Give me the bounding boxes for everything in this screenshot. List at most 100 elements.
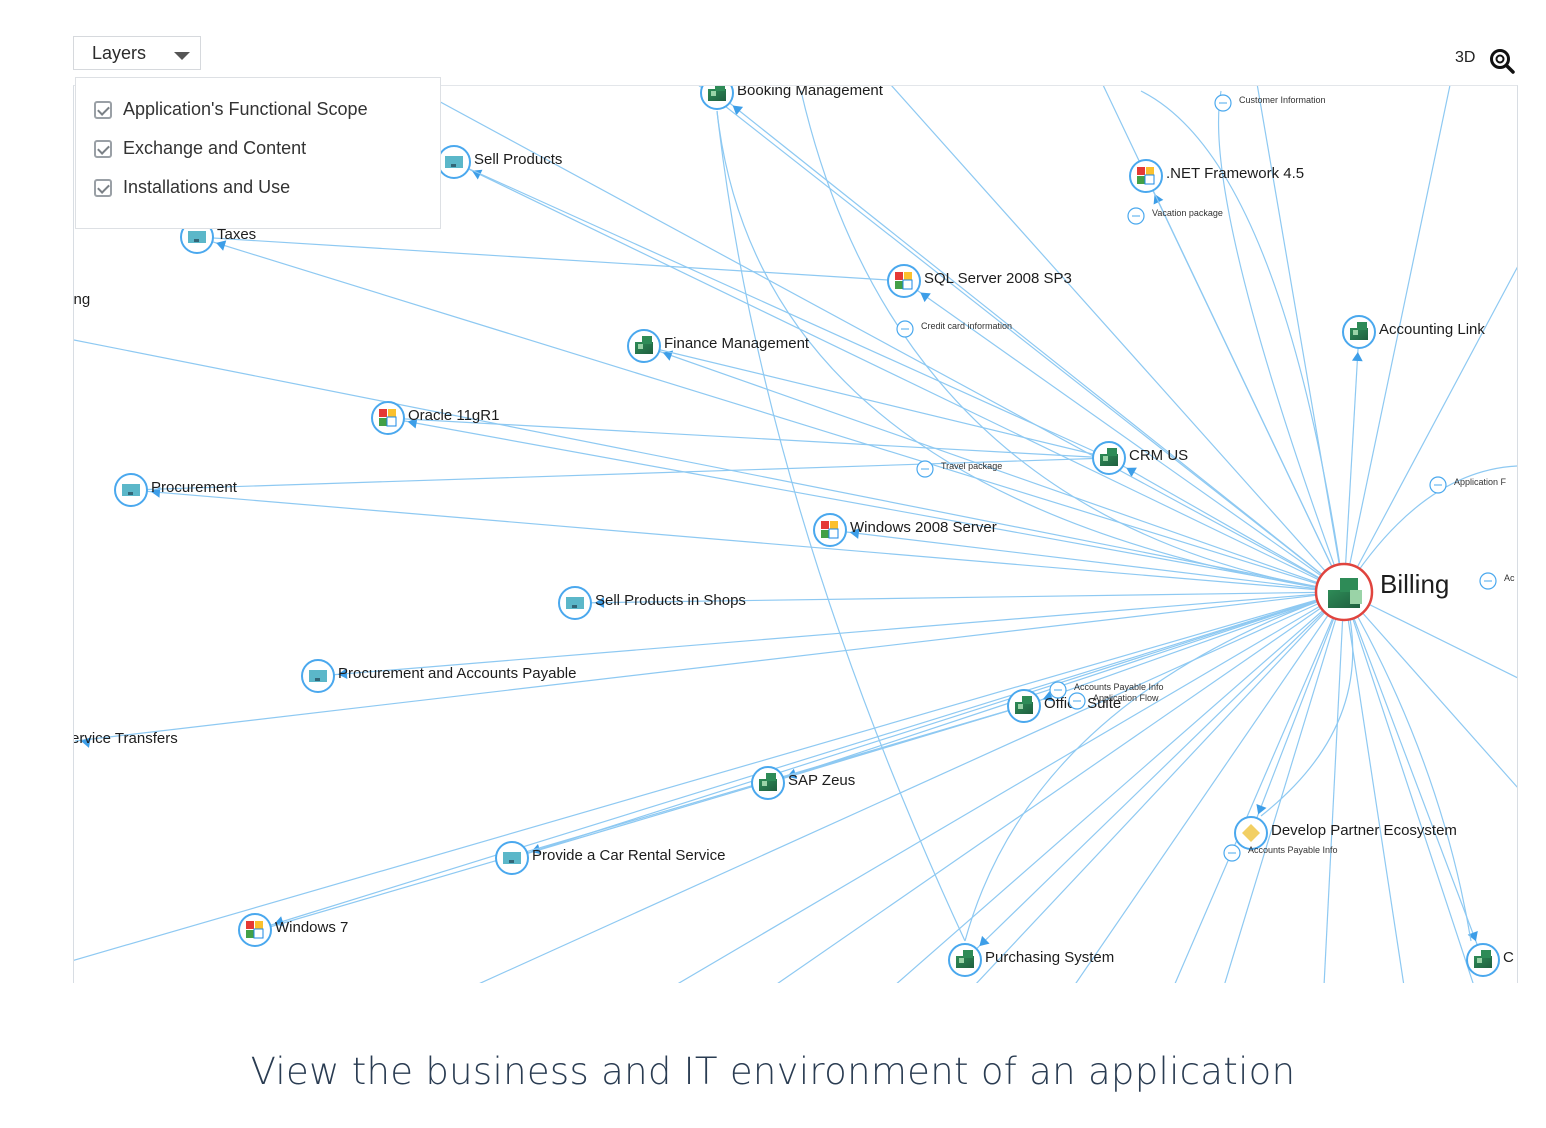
objective-icon [1242,824,1260,842]
graph-node-label[interactable]: Windows 7 [275,919,348,936]
zoom-search-icon[interactable] [1488,47,1516,75]
technology-icon [1144,174,1155,185]
graph-node-label[interactable]: Windows 2008 Server [850,519,997,536]
graph-node-label[interactable]: Sell Products in Shops [595,592,746,609]
graph-node-label[interactable]: .NET Framework 4.5 [1166,165,1304,182]
association-label[interactable]: Credit card information [921,321,1012,331]
relationship-edge [891,86,1345,593]
technology-icon [379,409,387,417]
graph-node-label[interactable]: Finance Management [664,335,810,352]
relationship-edge [574,591,1345,604]
capability-icon [445,156,463,168]
relationship-edge [1217,90,1345,593]
checkbox-checked-icon[interactable] [94,178,112,197]
edges-layer [74,86,1517,983]
graph-node-label[interactable]: Procurement and Accounts Payable [338,665,576,682]
puzzle-icon [638,344,643,349]
association-label[interactable]: Accounts Payable Info [1074,682,1164,692]
graph-node-label[interactable]: Oracle 11gR1 [408,407,499,424]
application-puzzle-icon [1350,590,1362,604]
checkbox-checked-icon[interactable] [94,100,112,119]
layer-option-exchange-content[interactable]: Exchange and Content [76,129,440,168]
graph-node-label[interactable]: SAP Zeus [788,772,855,789]
relationship-edge [1260,591,1354,817]
technology-icon [246,930,254,938]
relationship-edge [698,86,1345,593]
layer-option-installations-use[interactable]: Installations and Use [76,168,440,207]
relationship-edge [716,110,966,942]
relationship-edge [1250,591,1345,834]
graph-node-label[interactable]: C [1503,949,1514,966]
technology-icon [828,528,839,539]
relationship-edge [1343,591,1517,679]
technology-icon [902,279,913,290]
relationship-edge [479,591,1345,983]
layer-option-label: Application's Functional Scope [123,99,368,119]
technology-icon [246,921,254,929]
puzzle-icon [1481,950,1491,958]
puzzle-icon [1353,330,1358,335]
layer-option-functional-scope[interactable]: Application's Functional Scope [76,90,440,129]
relationship-edge [643,345,1345,593]
association-label[interactable]: Customer Information [1239,95,1326,105]
technology-icon [830,521,838,529]
relationship-edge [777,591,1345,983]
layers-dropdown-button[interactable]: Layers [73,36,201,70]
association-label[interactable]: Application Flow [1093,693,1159,703]
puzzle-icon [642,336,652,344]
association-label[interactable]: Vacation package [1152,208,1223,218]
graph-node-label[interactable]: rting [74,291,90,308]
checkbox-checked-icon[interactable] [94,139,112,158]
capability-icon [315,678,320,681]
technology-icon [1137,176,1145,184]
arrowhead-icon [920,292,931,303]
graph-node-label[interactable]: Sell Products [474,151,562,168]
graph-node-label[interactable]: Develop Partner Ecosystem [1271,822,1457,839]
relationship-edge [1140,90,1345,593]
relationship-edge [254,591,1345,931]
layers-label: Layers [92,42,147,63]
graph-node-label[interactable]: Purchasing System [985,949,1114,966]
view-3d-toggle[interactable]: 3D [1455,49,1476,66]
relationship-edge [1343,331,1360,593]
technology-icon [388,409,396,417]
relationship-edge [1343,591,1474,983]
relationship-edge [1343,266,1517,593]
graph-node-label[interactable]: Taxes [217,226,256,243]
capability-icon [451,164,456,167]
arrowhead-icon [732,105,744,116]
relationship-edge [74,591,1345,961]
technology-icon [895,272,903,280]
puzzle-icon [1477,958,1482,963]
application-puzzle-icon [1340,578,1358,592]
graph-node-label[interactable]: Provide a Car Rental Service [532,847,725,864]
association-label[interactable]: Accounts Payable Info [1248,845,1338,855]
billing-node-label[interactable]: Billing [1380,569,1449,599]
arrowhead-icon [979,935,990,947]
relationship-edge [975,591,1345,983]
graph-node-label[interactable]: SQL Server 2008 SP3 [924,270,1072,287]
puzzle-icon [762,781,767,786]
graph-node-label[interactable]: Booking Management [737,86,884,99]
graph-node-label[interactable]: Accounting Link [1379,321,1485,338]
relationship-edge [1343,86,1451,593]
relationship-edge [74,591,1345,742]
graph-node-label[interactable]: CRM US [1129,447,1188,464]
capability-icon [309,670,327,682]
graph-node-label[interactable]: Procurement [151,479,238,496]
association-label[interactable]: Travel package [941,461,1002,471]
technology-icon [255,921,263,929]
capability-icon [188,231,206,243]
relationship-edge [1102,86,1345,593]
puzzle-icon [711,91,716,96]
technology-icon [386,416,397,427]
association-label[interactable]: Application F [1454,477,1507,487]
technology-icon [895,281,903,289]
graph-node-label[interactable]: Service Transfers [74,730,178,747]
capability-icon [572,605,577,608]
relationship-edge [903,280,1345,593]
association-label[interactable]: Ac [1504,573,1515,583]
